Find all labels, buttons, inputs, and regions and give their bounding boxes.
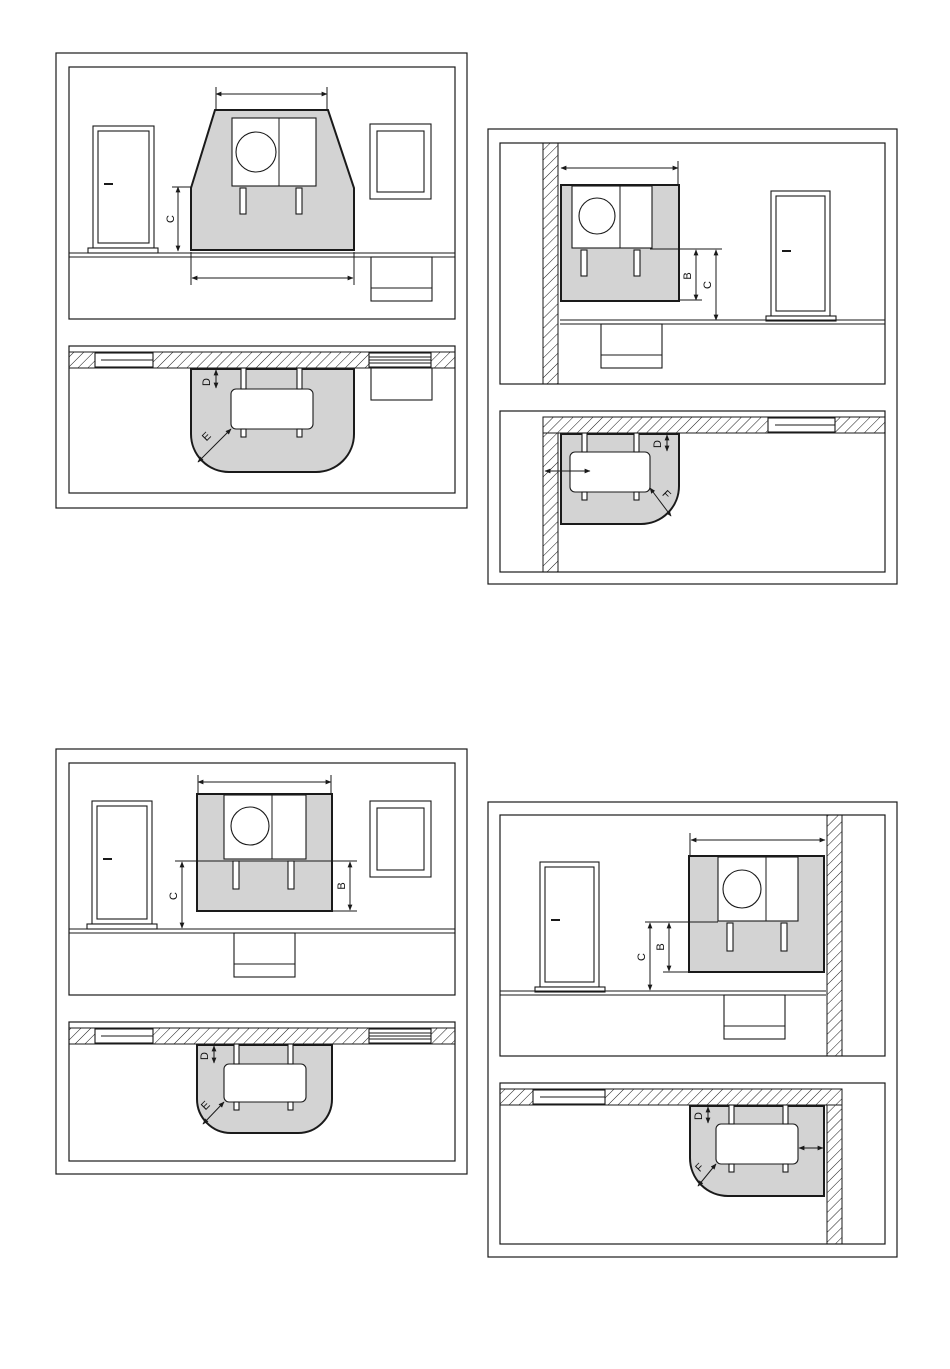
label-d: D [201,378,213,386]
unit-footprint [231,389,313,429]
unit-footprint [224,1064,306,1102]
wall-hatch [827,1105,842,1244]
mounting-foot [781,923,787,951]
basement-window [234,933,295,977]
label-b: B [655,943,667,950]
fan-grille-icon [723,870,761,908]
label-b: B [682,272,694,279]
plan-view: D F [500,1083,885,1244]
label-c: C [702,281,714,289]
mounting-foot [288,861,294,889]
basement-window [601,324,662,368]
fan-grille-icon [231,807,269,845]
panel-freestanding-rectangular: C B D E [56,749,467,1174]
basement-window [724,995,785,1039]
label-c: C [636,953,648,961]
mounting-foot [296,188,302,214]
panel-right-wall-mounted: C B D F [488,802,897,1257]
elevation-view: C B [69,763,455,995]
mounting-foot [634,250,640,276]
elevation-view: C [69,67,455,319]
wall-hatch [827,815,842,1056]
basement-window [371,257,432,301]
label-b: B [336,882,348,889]
plan-view: D F [500,411,885,572]
label-c: C [165,215,177,223]
unit-footprint [570,452,650,492]
panel-freestanding-trapezoid: C D E [56,53,467,508]
elevation-view: C B [500,815,885,1056]
label-d: D [652,440,664,448]
mounting-foot [240,188,246,214]
mounting-foot [233,861,239,889]
label-d: D [693,1112,705,1120]
elevation-view: B C [500,143,885,384]
fan-grille-icon [236,132,276,172]
mounting-foot [727,923,733,951]
plan-view: D E [69,346,455,493]
wall-hatch [543,143,558,384]
plan-view: D E [69,1022,455,1161]
panel-left-wall-mounted: B C D F [488,129,897,584]
label-d: D [199,1052,211,1060]
label-c: C [168,892,180,900]
wall-hatch [543,433,558,572]
mounting-foot [581,250,587,276]
unit-footprint [716,1124,798,1164]
fan-grille-icon [579,198,615,234]
